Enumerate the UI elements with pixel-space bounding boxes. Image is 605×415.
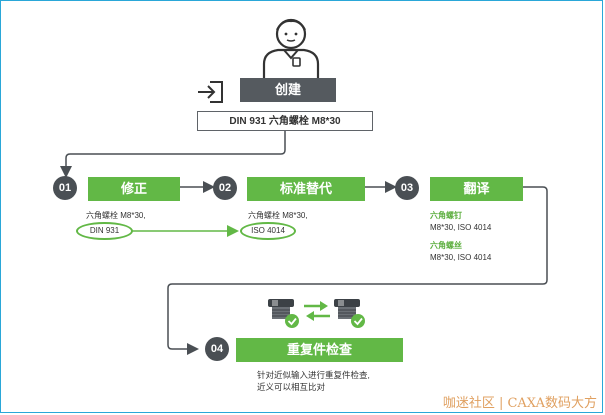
watermark: 咖迷社区 | CAXA数码大方 (442, 396, 597, 411)
step-label-duplicate-check: 重复件检查 (236, 338, 403, 362)
step1-text: 六角螺栓 M8*30, (86, 211, 146, 220)
step-number-04: 04 (205, 337, 229, 361)
connector-03-to-04 (167, 186, 548, 355)
step4-line2: 近义可以相互比对 (257, 382, 326, 392)
step-label-standard-replace: 标准替代 (247, 177, 365, 201)
step3-value2: M8*30, ISO 4014 (430, 253, 492, 262)
step2-text: 六角螺栓 M8*30, (248, 211, 308, 220)
step-label-translate: 翻译 (430, 177, 523, 201)
login-arrow-icon (196, 78, 226, 111)
step-label-correct: 修正 (88, 177, 180, 201)
step-number-02: 02 (213, 176, 237, 200)
step3-value1: M8*30, ISO 4014 (430, 223, 492, 232)
step-number-01: 01 (53, 176, 77, 200)
swap-arrows-icon (302, 300, 332, 327)
step1-din-value: DIN 931 (89, 226, 120, 235)
step1-circled-din: DIN 931 (76, 222, 133, 240)
create-label: 创建 (240, 78, 336, 102)
part-check-icon-2 (332, 297, 368, 336)
step2-iso-value: ISO 4014 (251, 226, 285, 235)
step3-term1: 六角螺钉 (430, 211, 462, 220)
connector-create-to-01 (60, 131, 286, 178)
step3-term2: 六角螺丝 (430, 241, 462, 250)
step4-line1: 针对近似输入进行重复件检查, (257, 370, 370, 380)
step2-circled-iso: ISO 4014 (240, 222, 296, 240)
step-number-03: 03 (395, 176, 419, 200)
person-icon (258, 12, 324, 83)
part-check-icon (266, 297, 302, 336)
part-name-box: DIN 931 六角螺栓 M8*30 (197, 111, 373, 131)
